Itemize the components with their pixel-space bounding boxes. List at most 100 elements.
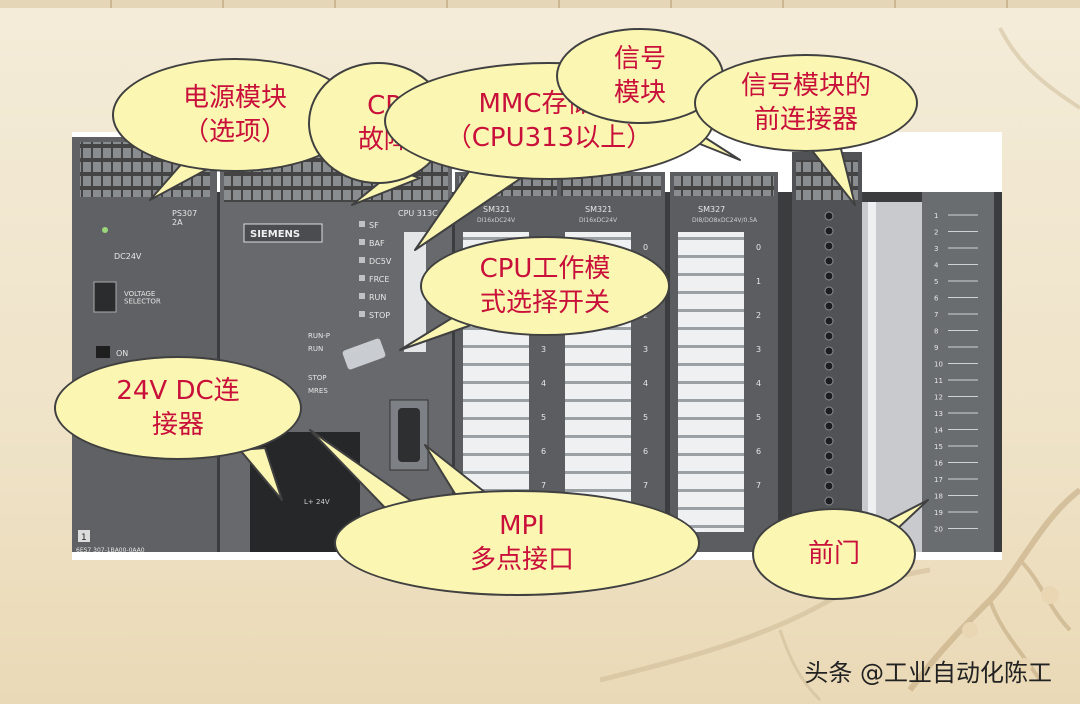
channel-number: 4 xyxy=(541,379,546,388)
watermark: 头条 @工业自动化陈工 xyxy=(804,659,1052,687)
connector-pin xyxy=(824,466,834,476)
cpu-led-label: DC5V xyxy=(369,257,392,266)
connector-pin xyxy=(824,226,834,236)
cpu-led-label: SF xyxy=(369,221,379,230)
cpu-mode-label: RUN xyxy=(308,345,323,353)
channel-number: 3 xyxy=(643,345,648,354)
terminal-number: 3 xyxy=(934,245,938,253)
sm-model-label: SM321 xyxy=(585,205,612,214)
cpu-mode-label: MRES xyxy=(308,387,328,395)
connector-pin xyxy=(824,331,834,341)
sm-model-label: SM321 xyxy=(483,205,510,214)
terminal-number: 12 xyxy=(934,394,943,402)
cpu-led xyxy=(359,221,365,227)
channel-number: 1 xyxy=(756,277,761,286)
terminal-number: 6 xyxy=(934,295,939,303)
terminal-number: 16 xyxy=(934,460,943,468)
cpu-mode-label: RUN-P xyxy=(308,332,330,340)
brand-logo: SIEMENS xyxy=(250,229,300,240)
label-strip xyxy=(678,232,744,532)
terminal-number: 5 xyxy=(934,278,938,286)
channel-number: 4 xyxy=(643,379,648,388)
cpu-mode-label: STOP xyxy=(308,374,326,382)
terminal-number: 8 xyxy=(934,328,938,336)
cpu-led-label: STOP xyxy=(369,311,390,320)
ps-order-number: 6ES7 307-1BA00-0AA0 xyxy=(76,547,145,554)
terminal-number: 2 xyxy=(934,229,938,237)
connector-pin xyxy=(824,406,834,416)
terminal-number: 1 xyxy=(934,212,938,220)
ps-slot-number: 1 xyxy=(81,533,87,543)
terminal-number: 13 xyxy=(934,410,943,418)
connector-pin xyxy=(824,496,834,506)
terminal-number: 11 xyxy=(934,377,943,385)
cpu-led xyxy=(359,275,365,281)
channel-number: 6 xyxy=(756,447,761,456)
connector-pin xyxy=(824,256,834,266)
connector-pin xyxy=(824,481,834,491)
cpu-led xyxy=(359,293,365,299)
channel-number: 5 xyxy=(643,413,648,422)
callout-front-connector: 信号模块的 前连接器 xyxy=(694,54,918,152)
callout-mpi-interface: MPI 多点接口 xyxy=(334,490,700,596)
channel-number: 5 xyxy=(541,413,546,422)
cpu-led-label: FRCE xyxy=(369,275,389,284)
callout-24v-dc-connector: 24V DC连 接器 xyxy=(54,356,302,460)
connector-pin xyxy=(824,391,834,401)
channel-number: 4 xyxy=(756,379,761,388)
sm-sub-label: DI16xDC24V xyxy=(477,217,516,224)
callout-cpu-mode-switch: CPU工作模 式选择开关 xyxy=(420,236,670,336)
connector-pin xyxy=(824,346,834,356)
cpu-led xyxy=(359,257,365,263)
connector-pins xyxy=(824,211,834,536)
channel-number: 6 xyxy=(643,447,648,456)
terminal-number: 15 xyxy=(934,443,943,451)
connector-pin xyxy=(824,376,834,386)
channel-number: 3 xyxy=(541,345,546,354)
ps-on-label: ON xyxy=(116,349,128,358)
sm-sub-label: DI16xDC24V xyxy=(579,217,618,224)
channel-number: 7 xyxy=(643,481,648,490)
terminal-number: 9 xyxy=(934,344,938,352)
terminal-number: 18 xyxy=(934,493,943,501)
cpu-mode-labels: RUN-P RUN STOP MRES xyxy=(308,332,330,395)
front-connector xyxy=(792,152,922,552)
terminal-number: 10 xyxy=(934,361,943,369)
connector-pin xyxy=(824,316,834,326)
channel-number: 7 xyxy=(541,481,546,490)
cpu-module: SIEMENS CPU 313C SF BAF DC5V FRCE RUN STOP RU… xyxy=(220,142,452,552)
top-decoration xyxy=(0,0,1080,8)
callout-mmc-card: MMC存储卡 （CPU313以上） xyxy=(384,62,714,180)
cpu-led xyxy=(359,311,365,317)
connector-pin xyxy=(824,451,834,461)
connector-pin xyxy=(824,241,834,251)
connector-pin xyxy=(824,301,834,311)
cpu-status-leds: SF BAF DC5V FRCE RUN STOP xyxy=(359,221,392,320)
terminal-number: 4 xyxy=(934,262,939,270)
cpu-led-label: BAF xyxy=(369,239,385,248)
terminal-number: 14 xyxy=(934,427,943,435)
connector-pin xyxy=(824,286,834,296)
connector-pin xyxy=(824,361,834,371)
ps-dc24v-label: DC24V xyxy=(114,252,142,261)
terminal-number: 19 xyxy=(934,509,943,517)
callout-front-door: 前门 xyxy=(752,508,916,600)
cpu-led xyxy=(359,239,365,245)
plum-branch-decoration xyxy=(907,487,1080,692)
branch-decoration-top xyxy=(998,27,1080,110)
terminal-number: 7 xyxy=(934,311,938,319)
channel-number: 2 xyxy=(756,311,761,320)
channel-number: 0 xyxy=(756,243,761,252)
channel-number: 5 xyxy=(756,413,761,422)
connector-pin xyxy=(824,436,834,446)
terminal-number: 20 xyxy=(934,526,943,534)
cpu-led-label: RUN xyxy=(369,293,386,302)
cpu-model-label: CPU 313C xyxy=(398,209,438,218)
channel-number: 6 xyxy=(541,447,546,456)
